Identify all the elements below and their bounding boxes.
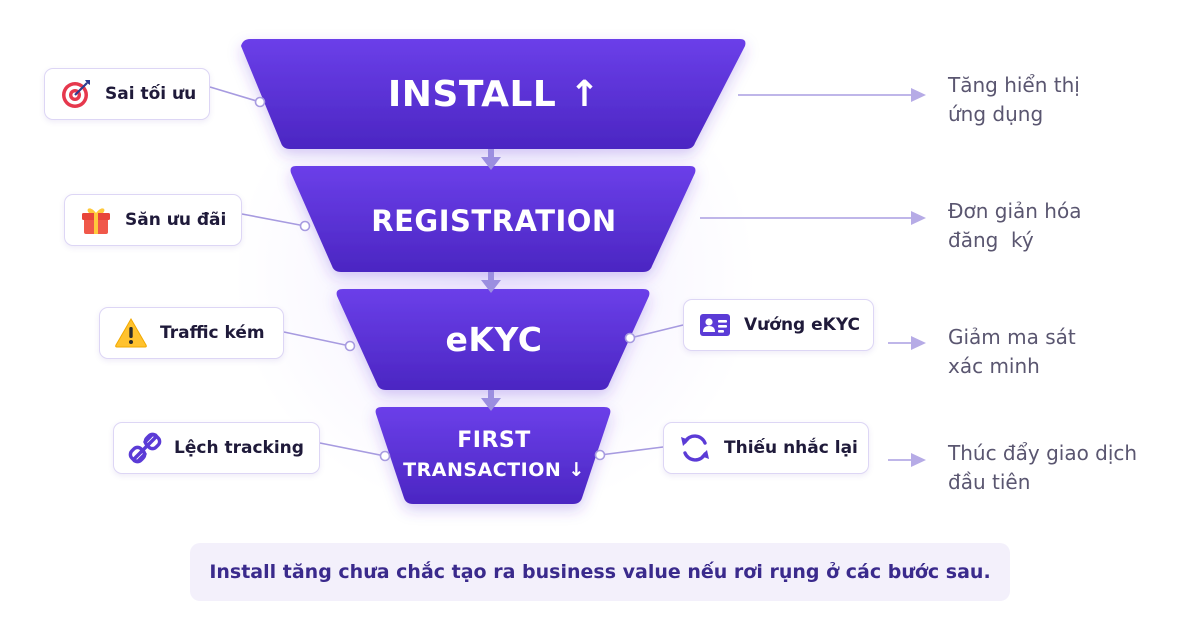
outcome-line: ứng dụng <box>948 102 1044 126</box>
stage-first-transaction-label-line1: FIRST <box>457 428 531 453</box>
outcome-arrows <box>700 94 912 461</box>
right-connectors <box>599 324 684 456</box>
issue-card-sai-toi-uu: Sai tối ưu <box>44 68 210 120</box>
outcome-arrowheads <box>911 88 926 467</box>
issue-card-vuong-ekyc: Vướng eKYC <box>683 299 874 351</box>
arrow-down-icon: ↓ <box>568 459 585 481</box>
issue-label: Lệch tracking <box>174 438 304 458</box>
right-connector-dots <box>594 332 636 461</box>
outcome-install: Tăng hiển thị ứng dụng <box>948 71 1080 129</box>
stage-first-transaction-shape <box>375 407 611 504</box>
outcome-line: Giảm ma sát <box>948 325 1076 349</box>
issue-label: Săn ưu đãi <box>125 210 227 230</box>
stage-install-shape <box>241 39 746 149</box>
gift-icon <box>79 203 113 237</box>
summary-note: Install tăng chưa chắc tạo ra business v… <box>190 543 1010 601</box>
outcome-line: Đơn giản hóa <box>948 199 1082 223</box>
stage-first-transaction-label-line2: TRANSACTION ↓ <box>403 459 585 481</box>
outcome-line: Thúc đẩy giao dịch <box>948 441 1138 465</box>
issue-label: Thiếu nhắc lại <box>724 438 858 458</box>
stage-registration-shape <box>290 166 696 272</box>
outcome-registration: Đơn giản hóa đăng ký <box>948 197 1081 255</box>
issue-label: Vướng eKYC <box>744 315 861 335</box>
target-icon <box>59 77 93 111</box>
outcome-line: đầu tiên <box>948 470 1031 494</box>
outcome-first-transaction: Thúc đẩy giao dịch đầu tiên <box>948 439 1137 497</box>
issue-card-thieu-nhac-lai: Thiếu nhắc lại <box>663 422 869 474</box>
id-card-icon <box>698 308 732 342</box>
warning-icon <box>114 316 148 350</box>
outcome-line: xác minh <box>948 354 1040 378</box>
stage-ekyc-shape <box>336 289 650 390</box>
issue-card-traffic-kem: Traffic kém <box>99 307 284 359</box>
issue-card-lech-tracking: Lệch tracking <box>113 422 320 474</box>
left-connectors <box>209 86 386 457</box>
arrow-up-icon: ↑ <box>569 74 601 115</box>
stage-ekyc-label: eKYC <box>445 320 543 359</box>
left-connector-dots <box>254 96 391 462</box>
outcome-line: Tăng hiển thị <box>948 73 1080 97</box>
stage-registration-label: REGISTRATION <box>371 204 617 238</box>
refresh-icon <box>678 431 712 465</box>
issue-label: Traffic kém <box>160 323 265 343</box>
outcome-ekyc: Giảm ma sát xác minh <box>948 323 1076 381</box>
issue-label: Sai tối ưu <box>105 84 197 104</box>
issue-card-san-uu-dai: Săn ưu đãi <box>64 194 242 246</box>
stage-connector-arrows <box>481 149 501 411</box>
link-icon <box>128 431 162 465</box>
stage-install-label: INSTALL ↑ <box>387 74 601 115</box>
outcome-line: đăng ký <box>948 228 1034 252</box>
